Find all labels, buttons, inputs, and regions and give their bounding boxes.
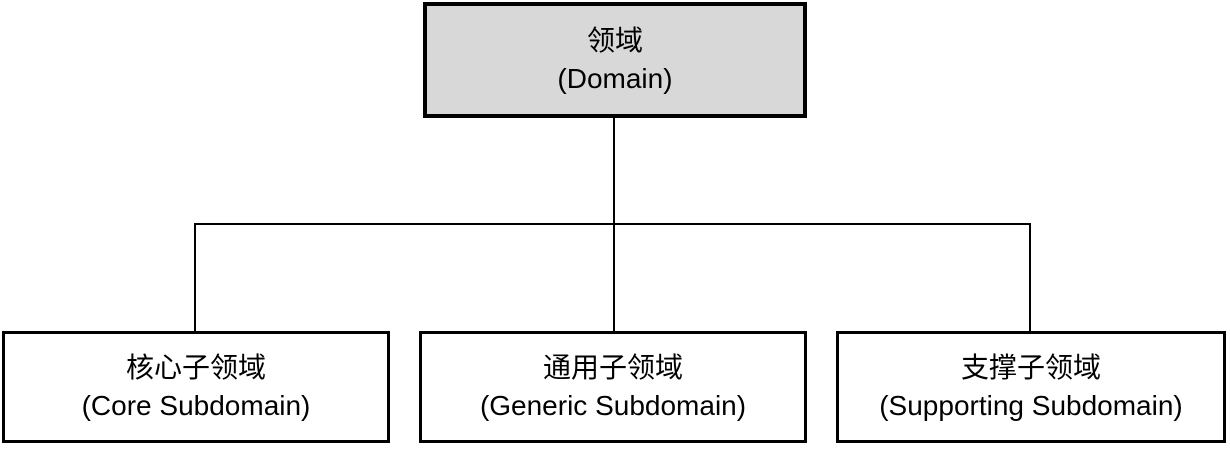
connector-drop-generic	[613, 223, 615, 332]
connector-drop-core	[194, 223, 196, 332]
node-supporting-subdomain-label-zh: 支撑子领域	[960, 352, 1101, 383]
node-core-subdomain-label-zh: 核心子领域	[125, 352, 266, 383]
node-core-subdomain-label-en: (Core Subdomain)	[81, 390, 311, 421]
node-generic-subdomain: 通用子领域 (Generic Subdomain)	[419, 331, 807, 443]
node-domain-label-zh: 领域	[586, 25, 643, 56]
connector-horizontal-bus	[194, 223, 1031, 225]
node-supporting-subdomain: 支撑子领域 (Supporting Subdomain)	[836, 331, 1226, 443]
connector-drop-supporting	[1029, 223, 1031, 332]
node-generic-subdomain-label-en: (Generic Subdomain)	[479, 390, 747, 421]
node-domain: 领域 (Domain)	[423, 2, 807, 118]
connector-root-vertical	[613, 118, 615, 225]
node-supporting-subdomain-label-en: (Supporting Subdomain)	[879, 390, 1183, 421]
node-generic-subdomain-label-zh: 通用子领域	[542, 352, 683, 383]
node-core-subdomain: 核心子领域 (Core Subdomain)	[2, 331, 390, 443]
node-domain-label-en: (Domain)	[557, 63, 673, 94]
